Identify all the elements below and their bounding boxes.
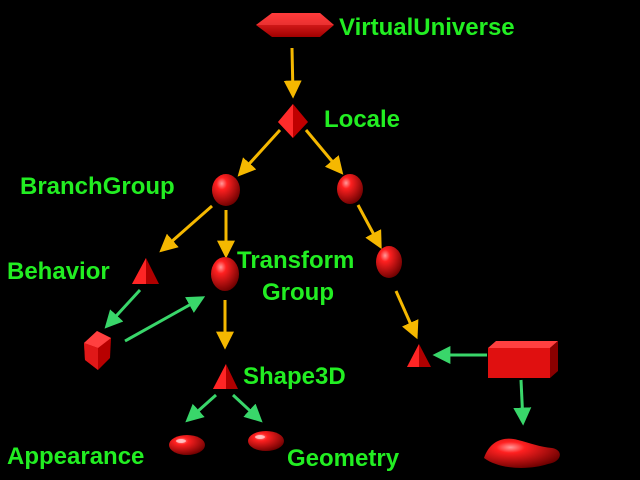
right-leaf-node — [407, 344, 431, 367]
arrow-locale-to-right-group — [304, 129, 344, 175]
component-box-node — [488, 341, 558, 378]
arrow-shape3d-to-appearance — [185, 393, 217, 423]
arrow-branchgroup-to-behavior — [159, 204, 213, 253]
behavior-node — [132, 258, 159, 284]
reference-arrows — [104, 288, 532, 426]
appearance-node — [169, 435, 205, 455]
label-behavior: Behavior — [7, 258, 110, 285]
arrow-object-to-transformgroup — [124, 296, 206, 343]
label-transformgroup-line2: Group — [262, 279, 334, 306]
label-locale: Locale — [324, 106, 400, 133]
arrow-right-group2-to-leaf — [394, 290, 419, 340]
virtualuniverse-node — [256, 13, 334, 37]
arrow-right-group-to-right-group2 — [356, 204, 382, 250]
arrow-shape3d-to-geometry — [231, 393, 263, 423]
label-virtualuniverse: VirtualUniverse — [339, 14, 515, 41]
arrow-box-to-geometry-blob — [513, 379, 532, 426]
label-geometry: Geometry — [287, 445, 400, 472]
parent-arrows — [159, 47, 419, 350]
geometry-blob-node — [484, 438, 560, 468]
arrow-locale-to-branchgroup — [237, 128, 282, 177]
shape3d-node — [213, 364, 238, 389]
locale-node — [278, 104, 308, 138]
right-group2-node — [376, 246, 402, 278]
arrow-behavior-to-object — [104, 288, 142, 329]
label-shape3d: Shape3D — [243, 363, 346, 390]
label-transformgroup-line1: Transform — [237, 247, 354, 274]
right-group-node — [337, 174, 363, 204]
geometry-node — [248, 431, 284, 451]
behavior-target-object — [84, 331, 111, 370]
transformgroup-node — [211, 257, 239, 291]
label-branchgroup: BranchGroup — [20, 173, 175, 200]
arrow-universe-to-locale — [283, 47, 302, 99]
branchgroup-node — [212, 174, 240, 206]
label-appearance: Appearance — [7, 443, 144, 470]
